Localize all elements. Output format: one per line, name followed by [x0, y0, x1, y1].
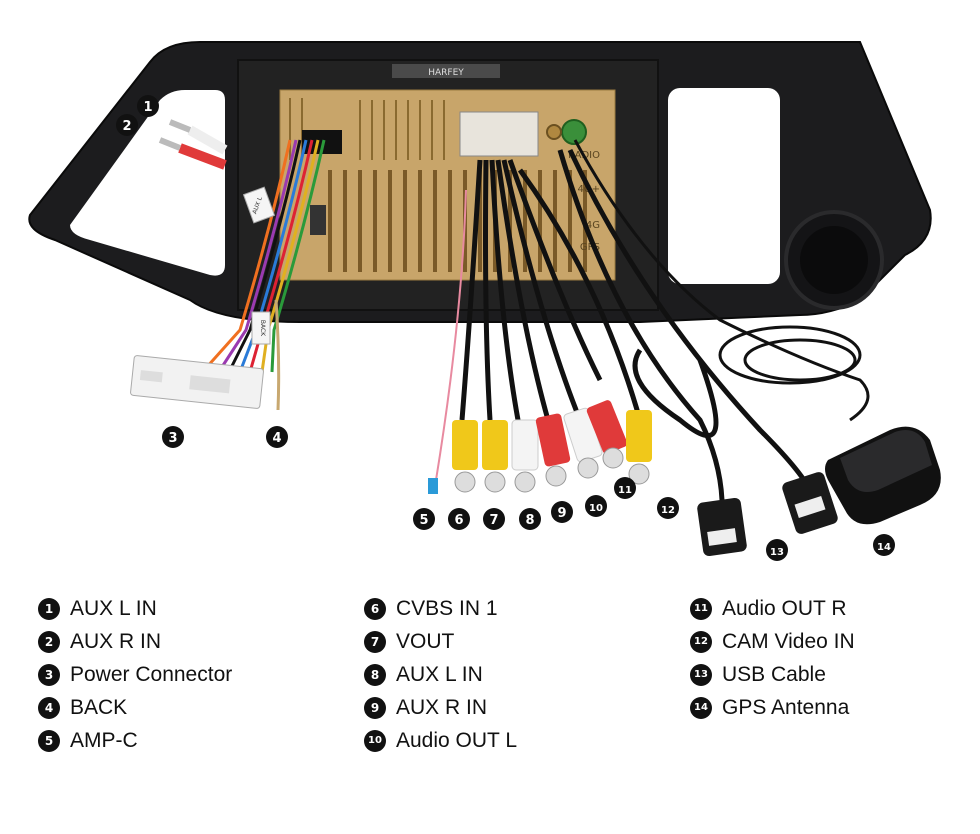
legend-label: Audio OUT R — [722, 596, 847, 620]
brand-label: HARFEY — [428, 68, 464, 78]
callout-14: 14 — [873, 534, 895, 556]
svg-text:2: 2 — [122, 119, 131, 134]
legend-number: 1 — [38, 597, 60, 620]
legend-item: 5 AMP-C — [38, 724, 232, 757]
legend-label: CVBS IN 1 — [396, 596, 498, 620]
legend-number: 3 — [38, 663, 60, 686]
svg-text:12: 12 — [661, 505, 675, 516]
callout-8: 8 — [519, 508, 541, 530]
legend-label: CAM Video IN — [722, 629, 855, 653]
callout-13: 13 — [766, 539, 788, 561]
rca-aux-r-in-plug — [158, 137, 227, 170]
amp-c-wire-tip — [428, 478, 438, 494]
legend-number: 6 — [364, 597, 386, 620]
svg-text:14: 14 — [877, 542, 891, 553]
legend-item: 12 CAM Video IN — [690, 625, 855, 658]
legend-item: 1 AUX L IN — [38, 592, 232, 625]
svg-text:11: 11 — [618, 485, 632, 496]
svg-text:7: 7 — [489, 513, 498, 528]
rca-audio-out-r-plug — [586, 400, 628, 469]
legend-label: AUX R IN — [396, 695, 488, 719]
legend-item: 14 GPS Antenna — [690, 691, 855, 724]
rca-vout-plug — [482, 420, 508, 493]
svg-text:9: 9 — [557, 506, 566, 521]
legend-item: 9 AUX R IN — [364, 691, 517, 724]
legend-label: AUX R IN — [70, 629, 162, 653]
legend-number: 12 — [690, 630, 712, 653]
legend-item: 11 Audio OUT R — [690, 592, 855, 625]
legend-number: 10 — [364, 729, 386, 752]
legend-number: 2 — [38, 630, 60, 653]
bezel-cutout-right — [668, 88, 780, 284]
rca-aux-l-in-plug — [168, 119, 228, 155]
legend-number: 8 — [364, 663, 386, 686]
port-label-gps: GPS — [580, 242, 600, 253]
legend-label: AUX L IN — [70, 596, 157, 620]
callout-2: 2 — [116, 114, 138, 136]
svg-text:1: 1 — [143, 100, 152, 115]
rca-cvbs-in-1-plug — [452, 420, 478, 493]
legend-item: 13 USB Cable — [690, 658, 855, 691]
svg-text:6: 6 — [454, 513, 463, 528]
svg-text:5: 5 — [419, 513, 428, 528]
legend-number: 9 — [364, 696, 386, 719]
legend-number: 5 — [38, 729, 60, 752]
usb-cable-connector-2 — [782, 472, 838, 534]
legend-label: Audio OUT L — [396, 728, 518, 752]
callout-3: 3 — [162, 426, 184, 448]
legend-item: 6 CVBS IN 1 — [364, 592, 517, 625]
legend-item: 2 AUX R IN — [38, 625, 232, 658]
callout-12: 12 — [657, 497, 679, 519]
legend-item: 7 VOUT — [364, 625, 517, 658]
rca-audio-out-l-plug — [563, 407, 603, 479]
rca-cam-video-in-plug — [626, 410, 652, 485]
callout-4: 4 — [266, 426, 288, 448]
svg-text:8: 8 — [525, 513, 534, 528]
legend-column-2: 6 CVBS IN 1 7 VOUT 8 AUX L IN 9 AUX R IN 10 A… — [364, 592, 517, 757]
usb-cable-connector-1 — [697, 497, 747, 557]
rca-aux-r-in-plug-2 — [535, 413, 571, 487]
legend-label: BACK — [70, 695, 128, 719]
legend-number: 4 — [38, 696, 60, 719]
legend-label: AMP-C — [70, 728, 138, 752]
legend-label: USB Cable — [722, 662, 826, 686]
svg-text:10: 10 — [589, 503, 603, 514]
svg-text:13: 13 — [770, 547, 784, 558]
callout-1: 1 — [137, 95, 159, 117]
legend-number: 13 — [690, 663, 712, 686]
legend-label: GPS Antenna — [722, 695, 850, 719]
legend-label: VOUT — [396, 629, 455, 653]
callout-7: 7 — [483, 508, 505, 530]
svg-text:4: 4 — [272, 431, 281, 446]
port-label-4g: 4G — [586, 220, 600, 231]
legend-number: 7 — [364, 630, 386, 653]
legend-number: 14 — [690, 696, 712, 719]
legend-item: 8 AUX L IN — [364, 658, 517, 691]
bezel-cutout-left — [70, 90, 225, 276]
gps-antenna-puck — [825, 426, 941, 525]
callout-10: 10 — [585, 495, 607, 517]
svg-text:3: 3 — [168, 431, 177, 446]
gold-chassis — [279, 89, 616, 281]
callout-6: 6 — [448, 508, 470, 530]
legend-column-3: 11 Audio OUT R 12 CAM Video IN 13 USB Cable… — [690, 592, 855, 724]
legend-label: AUX L IN — [396, 662, 483, 686]
callout-9: 9 — [551, 501, 573, 523]
rca-aux-l-in-plug-2 — [511, 419, 539, 493]
legend-item: 10 Audio OUT L — [364, 724, 517, 757]
legend-column-1: 1 AUX L IN 2 AUX R IN 3 Power Connector 4 BA… — [38, 592, 232, 757]
cable-tag-back: BACK — [259, 320, 266, 337]
head-unit-wiring-photo: HARFEY RADIO 4G+ 4G GPS — [28, 41, 941, 561]
legend-item: 3 Power Connector — [38, 658, 232, 691]
legend-label: Power Connector — [70, 662, 233, 686]
legend-item: 4 BACK — [38, 691, 232, 724]
callout-11: 11 — [614, 477, 636, 499]
callout-5: 5 — [413, 508, 435, 530]
legend-number: 11 — [690, 597, 712, 620]
power-connector-plug — [130, 355, 264, 409]
